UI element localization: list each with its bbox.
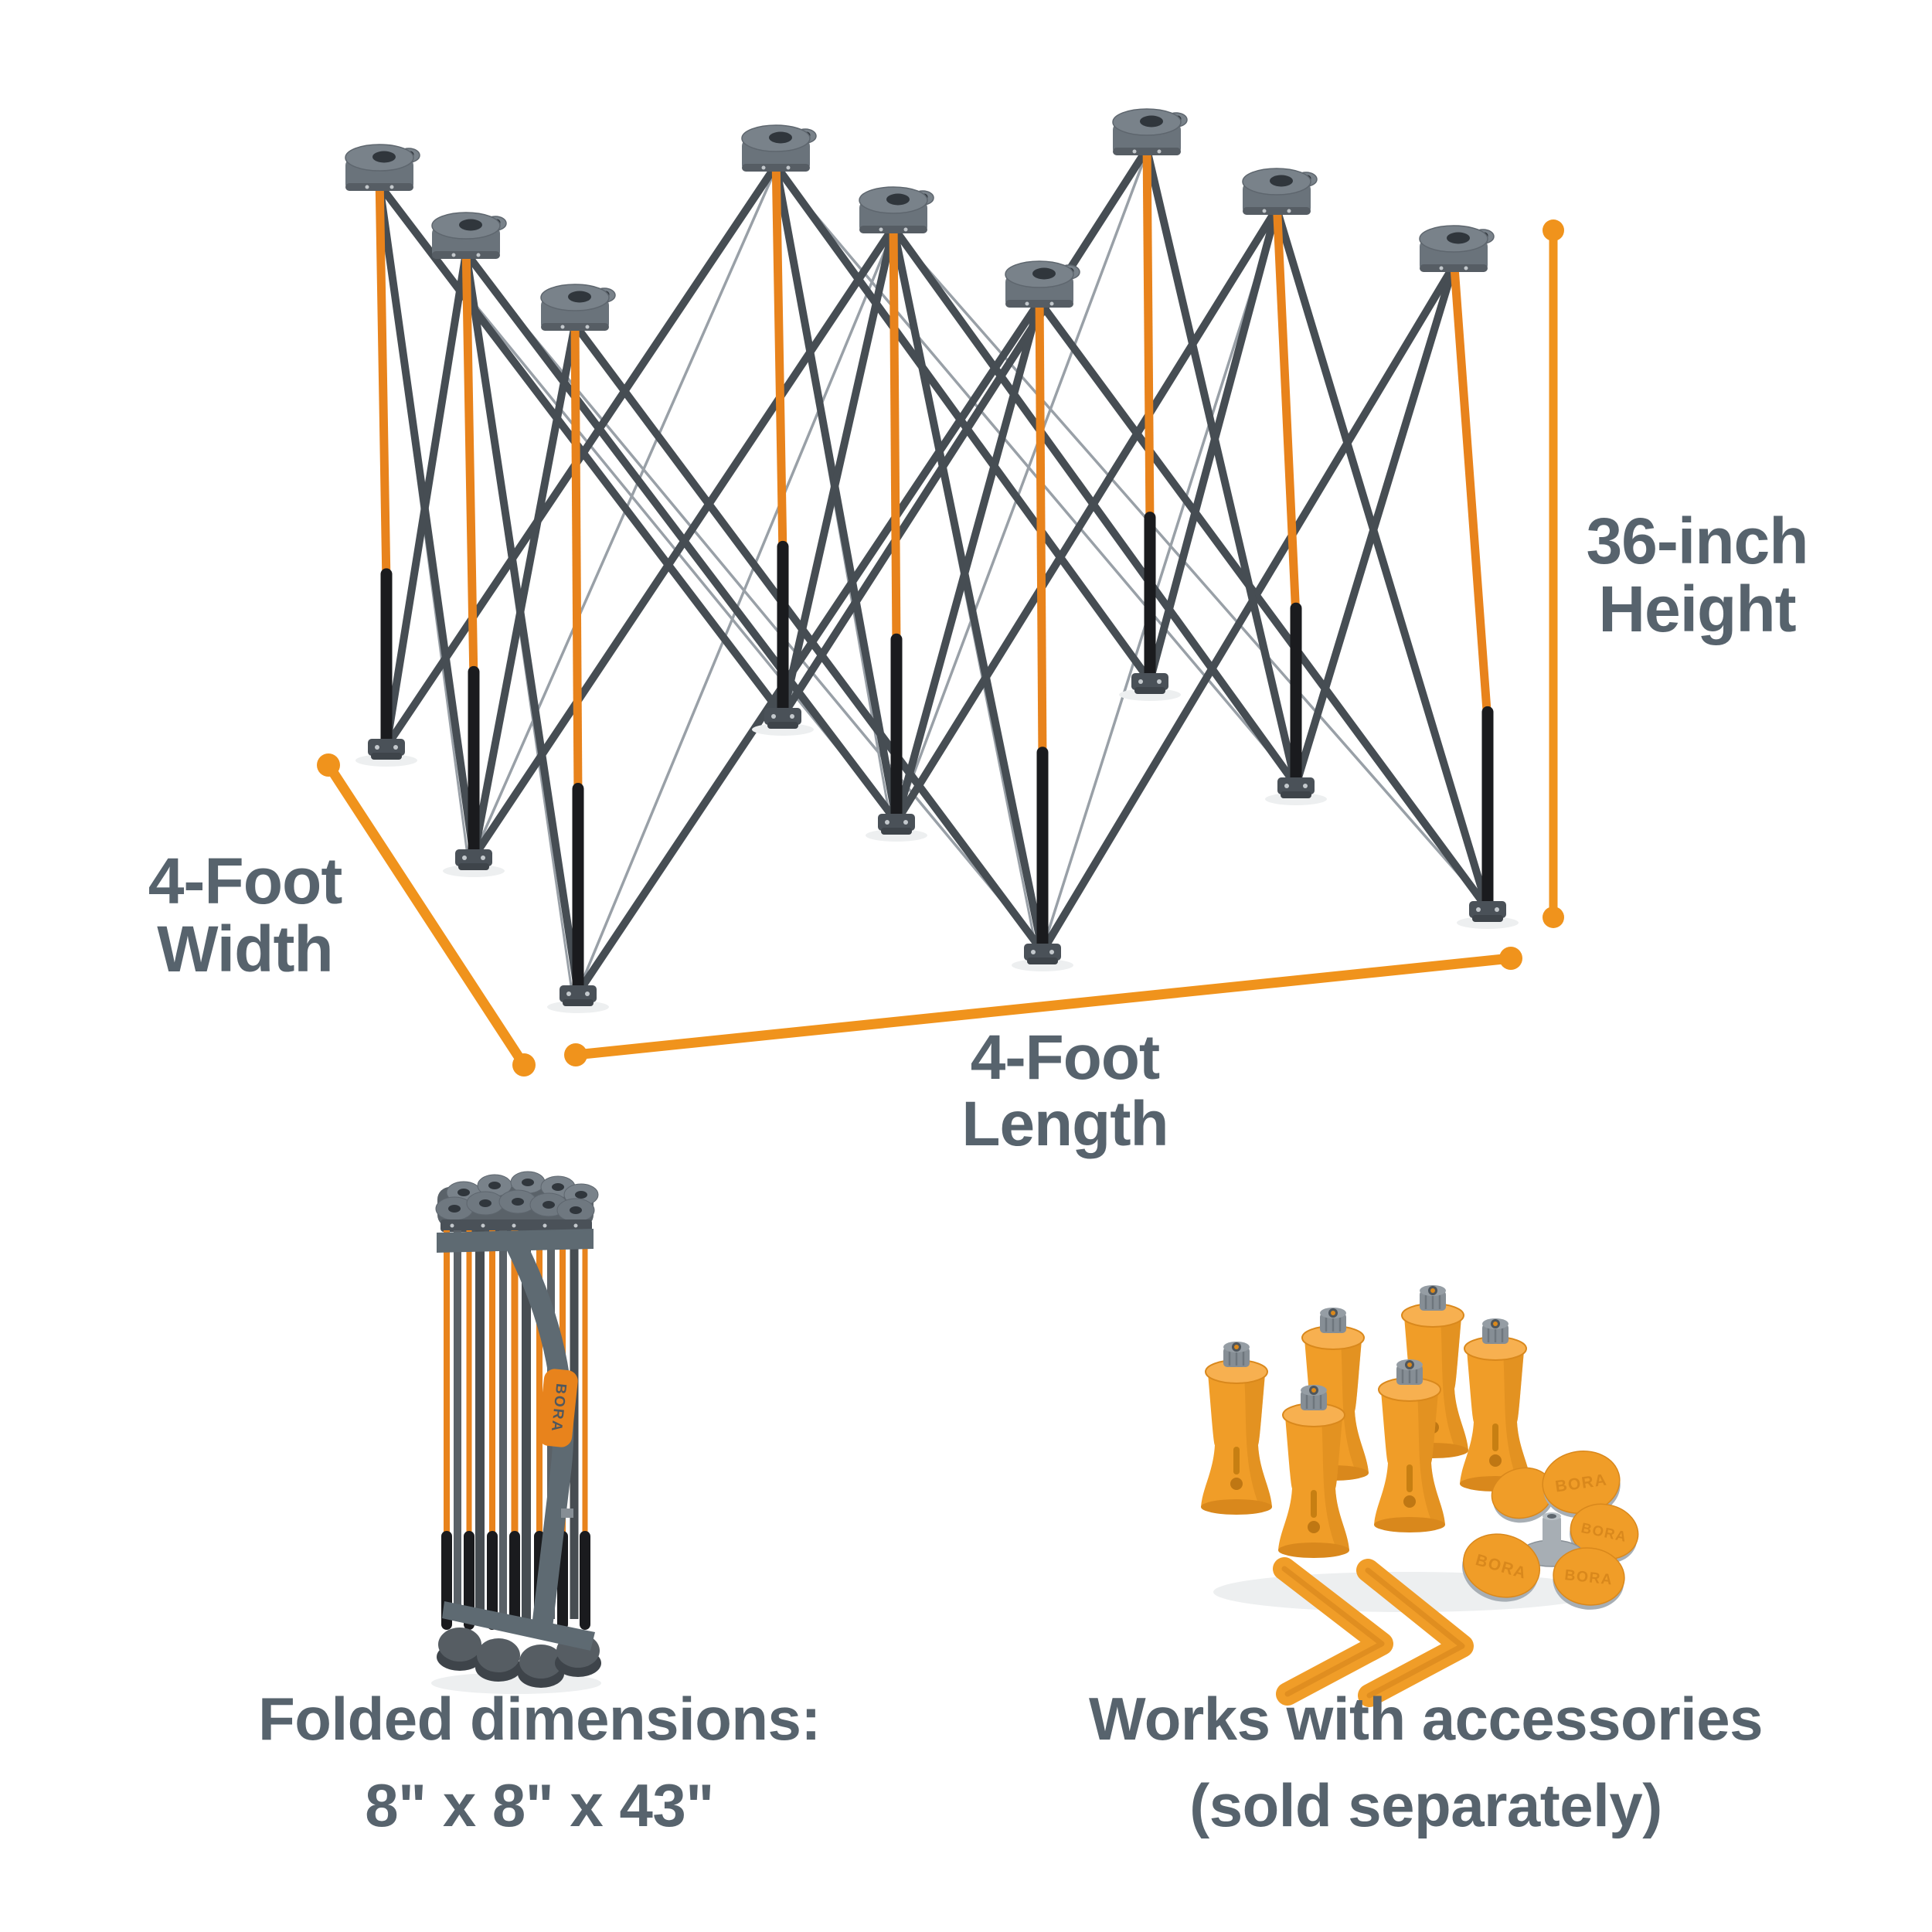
height-dimension-line: [1543, 219, 1564, 928]
height-value: 36-inch: [1586, 505, 1808, 577]
accessory-disc: [1491, 1467, 1555, 1523]
scissor-braces: [376, 147, 1492, 995]
leg-row: [547, 256, 1519, 1013]
accessory-bracket: [1273, 1557, 1393, 1706]
dimension-lines: [317, 219, 1564, 1077]
work-stand-photo: [345, 108, 1519, 1013]
folded-stand-photo: BORA: [431, 1171, 601, 1694]
accessories-caption: Works with accessories (sold separately): [1089, 1675, 1763, 1849]
leg-caps: [345, 108, 1495, 331]
accessory-post: [1374, 1359, 1445, 1532]
accessory-post: [1460, 1318, 1531, 1492]
height-dimension-label: 36-inch Height: [1586, 507, 1808, 643]
bora-strap-patch: BORA: [538, 1369, 578, 1447]
width-dimension-label: 4-Foot Width: [148, 845, 343, 985]
length-value: 4-Foot: [970, 1022, 1160, 1093]
folded-caption-size: 8" x 8" x 43": [365, 1771, 714, 1839]
accessory-disc: BORA: [1462, 1533, 1541, 1602]
height-word: Height: [1598, 573, 1796, 645]
accessory-post: [1201, 1342, 1272, 1515]
leg-row: [443, 199, 1327, 877]
accessory-post: [1278, 1385, 1349, 1558]
accessory-bracket: [1356, 1559, 1474, 1707]
folded-caption-title: Folded dimensions:: [258, 1685, 821, 1753]
accessory-disc: BORA: [1553, 1547, 1625, 1610]
leg-row: [355, 139, 1181, 767]
accessory-disc: BORA: [1542, 1451, 1621, 1519]
width-word: Width: [157, 913, 333, 985]
length-word: Length: [961, 1089, 1168, 1159]
folded-dimensions-caption: Folded dimensions: 8" x 8" x 43": [258, 1675, 821, 1849]
width-value: 4-Foot: [148, 845, 343, 917]
length-dimension-line: [564, 947, 1522, 1066]
accessories-caption-line1: Works with accessories: [1089, 1685, 1763, 1753]
width-dimension-line: [317, 753, 536, 1077]
length-dimension-label: 4-Foot Length: [961, 1025, 1168, 1158]
accessories-caption-line2: (sold separately): [1189, 1771, 1662, 1839]
